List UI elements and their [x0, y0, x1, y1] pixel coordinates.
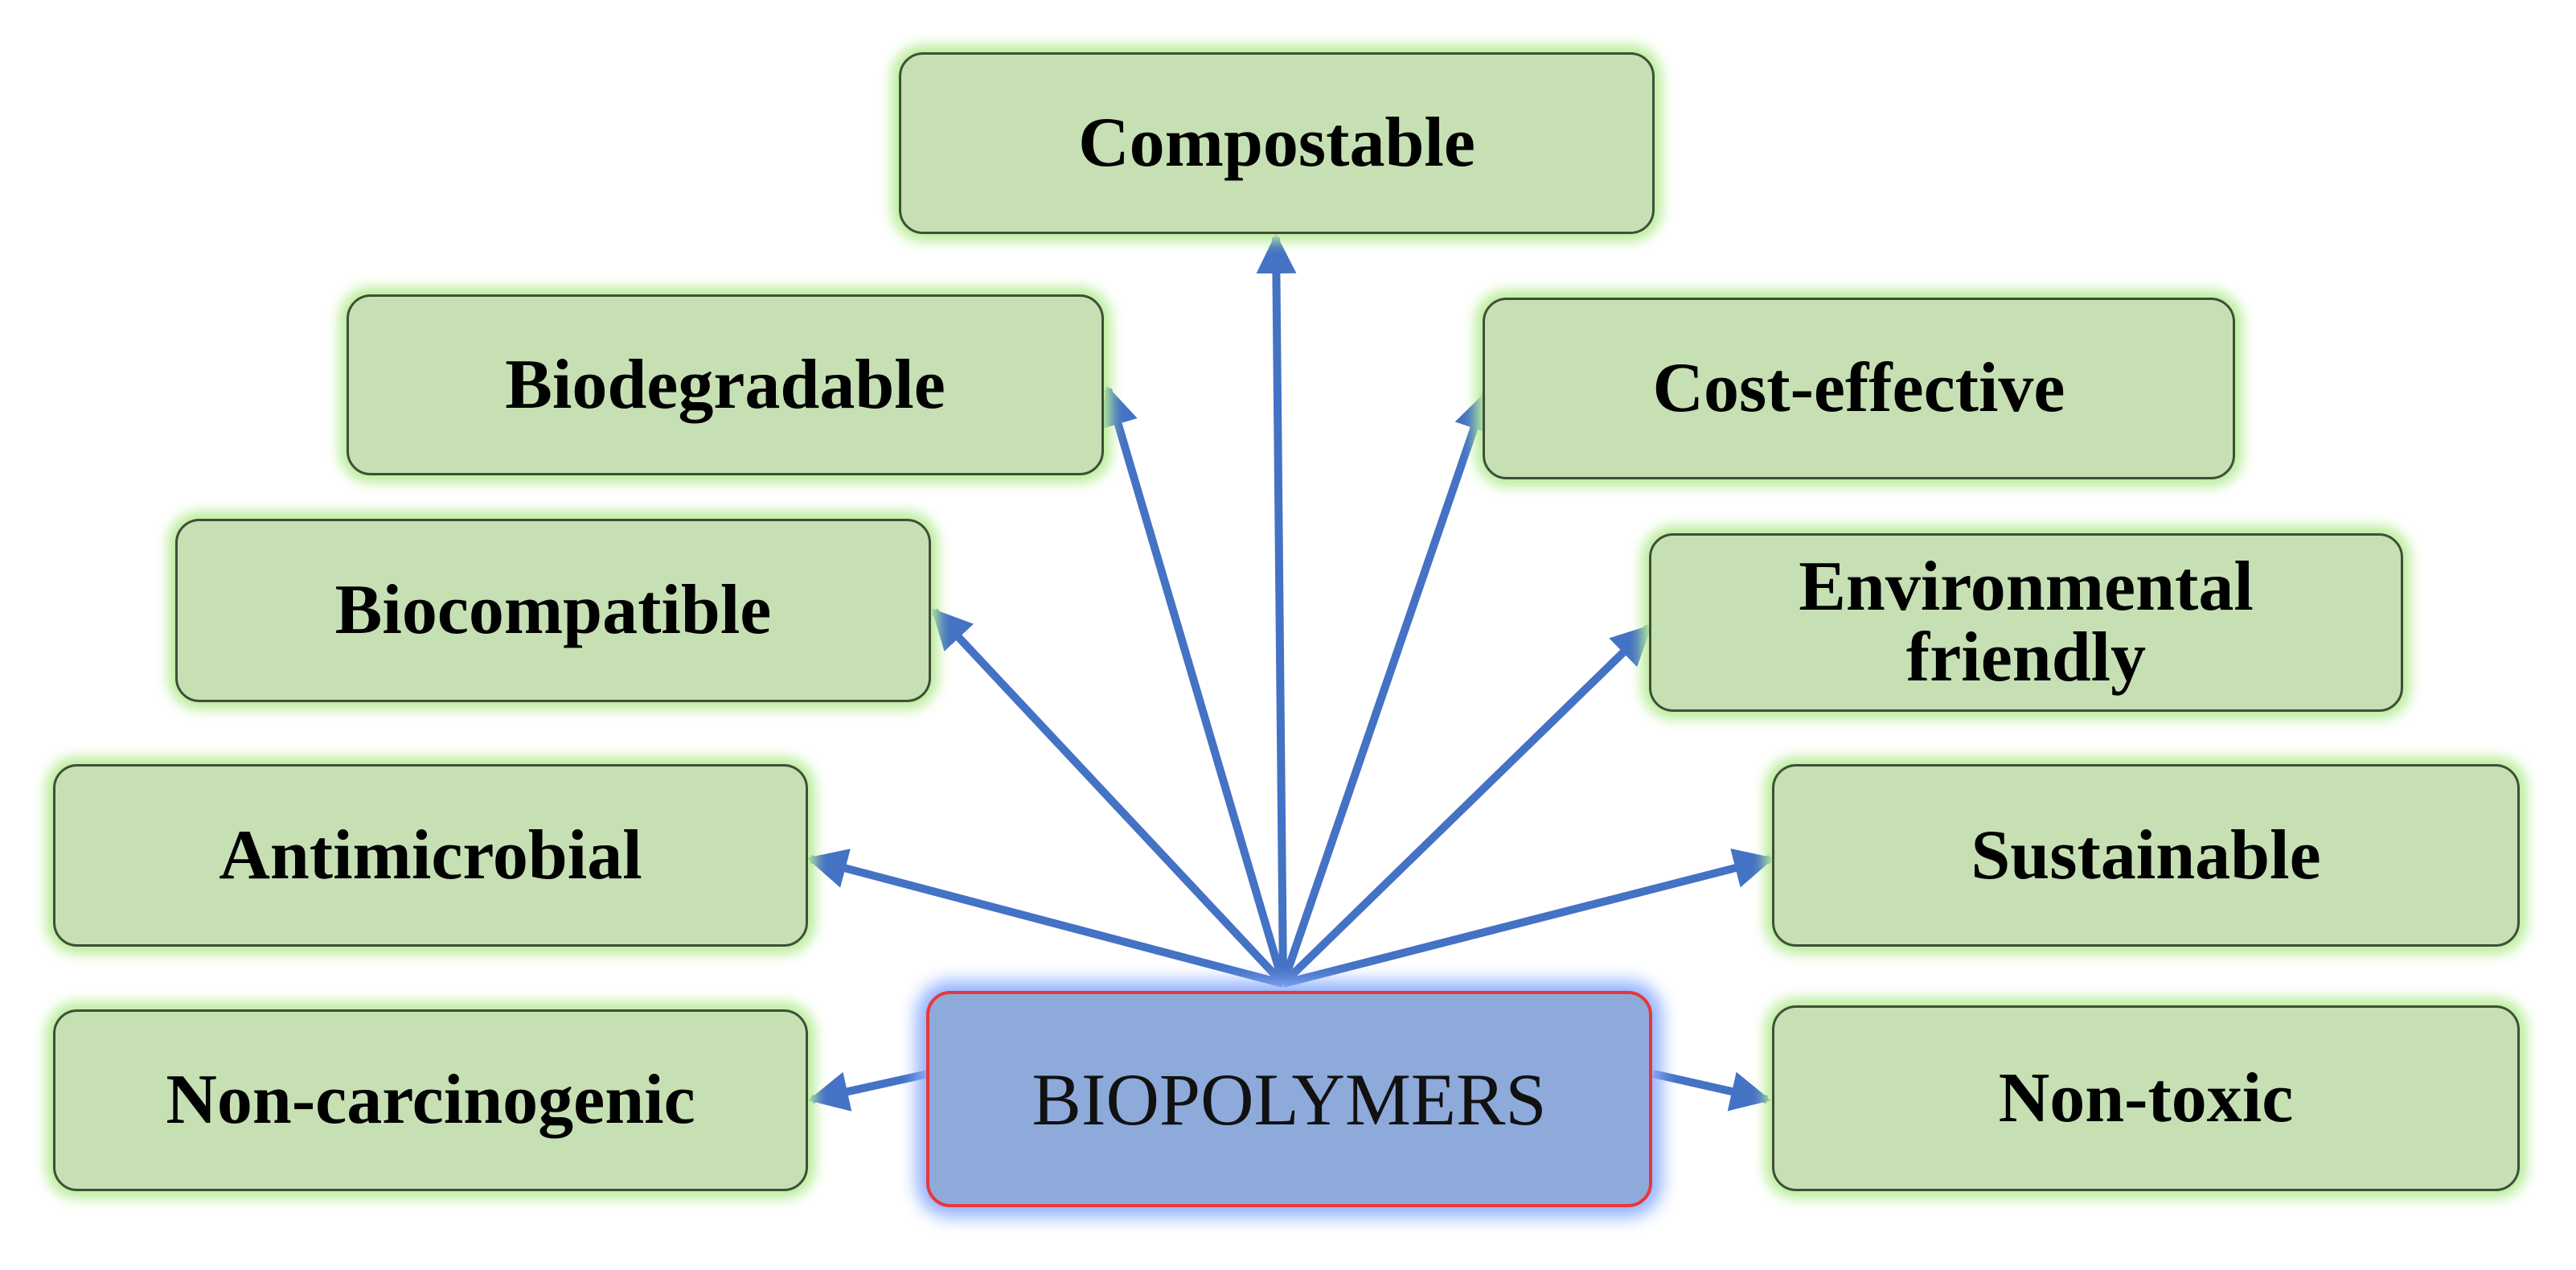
arrow-to-biocompatible — [931, 608, 1286, 987]
arrow-to-antimicrobial — [806, 849, 1285, 988]
arrow-to-sustainable — [1282, 848, 1774, 988]
node-sustainable: Sustainable — [1772, 764, 2520, 947]
node-biocompatible-label: Biocompatible — [334, 571, 772, 649]
node-biopolymers-label: BIOPOLYMERS — [1032, 1058, 1547, 1141]
node-compostable: Compostable — [899, 52, 1655, 234]
node-environmental-friendly: Environmental friendly — [1649, 533, 2403, 712]
node-non-toxic-label: Non-toxic — [1998, 1058, 2294, 1137]
node-environmental-friendly-text: Environmental friendly — [1799, 552, 2254, 693]
arrow-to-environmental-friendly — [1280, 624, 1652, 987]
node-biopolymers: BIOPOLYMERS — [926, 991, 1652, 1207]
node-cost-effective: Cost-effective — [1483, 298, 2235, 479]
arrow-to-non-toxic — [1651, 1070, 1771, 1112]
node-biodegradable-label: Biodegradable — [505, 345, 945, 424]
node-antimicrobial-label: Antimicrobial — [219, 816, 642, 894]
node-non-toxic: Non-toxic — [1772, 1005, 2520, 1191]
arrow-to-cost-effective — [1279, 390, 1494, 985]
arrow-to-compostable — [1256, 233, 1297, 984]
arrow-to-non-carcinogenic — [808, 1070, 930, 1112]
node-non-carcinogenic: Non-carcinogenic — [53, 1009, 808, 1191]
node-compostable-label: Compostable — [1078, 104, 1475, 182]
node-biocompatible: Biocompatible — [175, 519, 931, 702]
node-biodegradable: Biodegradable — [347, 294, 1104, 475]
node-cost-effective-label: Cost-effective — [1652, 349, 2065, 427]
node-sustainable-label: Sustainable — [1971, 816, 2321, 894]
node-antimicrobial: Antimicrobial — [53, 764, 808, 947]
node-environmental-friendly-line1: Environmental — [1799, 548, 2254, 626]
node-non-carcinogenic-label: Non-carcinogenic — [166, 1061, 695, 1139]
node-environmental-friendly-line2: friendly — [1905, 619, 2147, 697]
arrow-to-biodegradable — [1098, 385, 1287, 985]
